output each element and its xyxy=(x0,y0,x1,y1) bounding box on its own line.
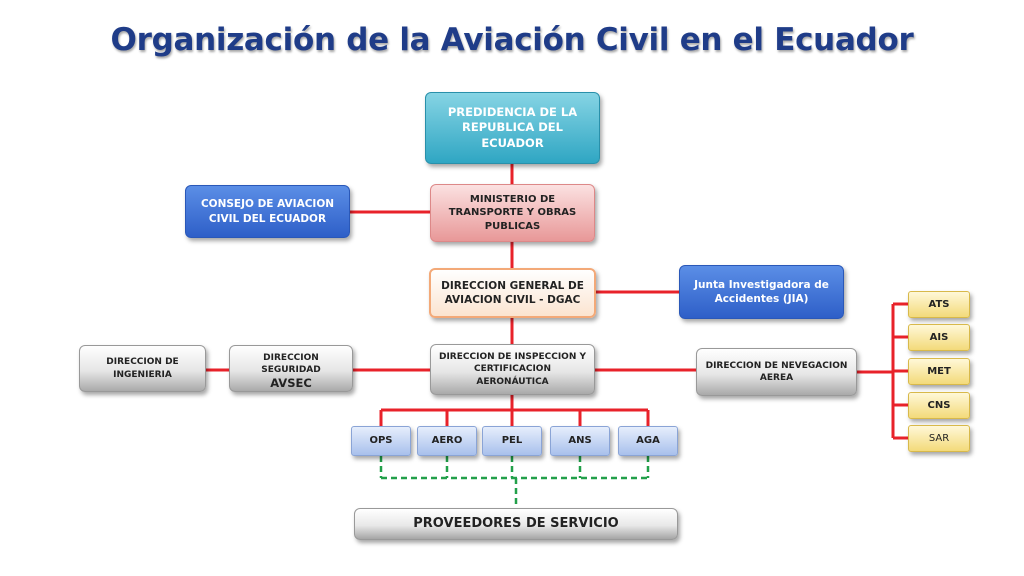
unit-sar: SAR xyxy=(908,425,970,452)
node-consejo: CONSEJO DE AVIACION CIVIL DEL ECUADOR xyxy=(185,185,350,238)
node-inspeccion: DIRECCION DE INSPECCION Y CERTIFICACION … xyxy=(430,344,595,395)
unit-aero: AERO xyxy=(417,426,477,456)
node-proveedores: PROVEEDORES DE SERVICIO xyxy=(354,508,678,540)
node-dgac: DIRECCION GENERAL DE AVIACION CIVIL - DG… xyxy=(429,268,596,318)
node-ingenieria: DIRECCION DE INGENIERIA xyxy=(79,345,206,392)
unit-met: MET xyxy=(908,358,970,385)
node-presidencia: PREDIDENCIA DE LA REPUBLICA DEL ECUADOR xyxy=(425,92,600,164)
node-seguridad: DIRECCION SEGURIDAD AVSEC xyxy=(229,345,353,392)
node-navegacion: DIRECCION DE NEVEGACION AEREA xyxy=(696,348,857,396)
unit-ops: OPS xyxy=(351,426,411,456)
unit-aga: AGA xyxy=(618,426,678,456)
node-seguridad-line1: DIRECCION SEGURIDAD xyxy=(261,353,321,376)
node-seguridad-line2: AVSEC xyxy=(270,376,312,391)
node-ministerio: MINISTERIO DE TRANSPORTE Y OBRAS PUBLICA… xyxy=(430,184,595,242)
unit-pel: PEL xyxy=(482,426,542,456)
unit-ats: ATS xyxy=(908,291,970,318)
node-jia: Junta Investigadora de Accidentes (JIA) xyxy=(679,265,844,319)
unit-ais: AIS xyxy=(908,324,970,351)
unit-cns: CNS xyxy=(908,392,970,419)
page-title: Organización de la Aviación Civil en el … xyxy=(110,22,914,58)
unit-ans: ANS xyxy=(550,426,610,456)
